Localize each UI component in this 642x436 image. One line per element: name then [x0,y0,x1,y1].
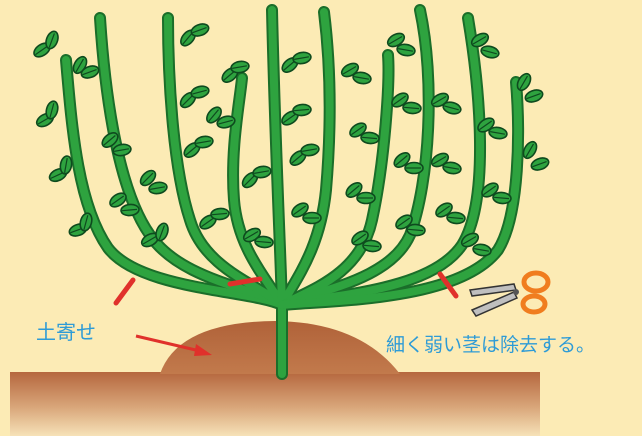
cut-mark-center [227,276,263,287]
cut-mark-right [437,271,459,299]
hilling-arrow [135,334,212,356]
label-prune: 細く弱い茎は除去する。 [386,334,596,356]
scissors-icon [469,270,551,317]
cut-marks [113,271,459,306]
soil-ground [10,372,540,436]
cut-mark-left [113,277,136,306]
label-hilling: 土寄せ [36,320,96,344]
